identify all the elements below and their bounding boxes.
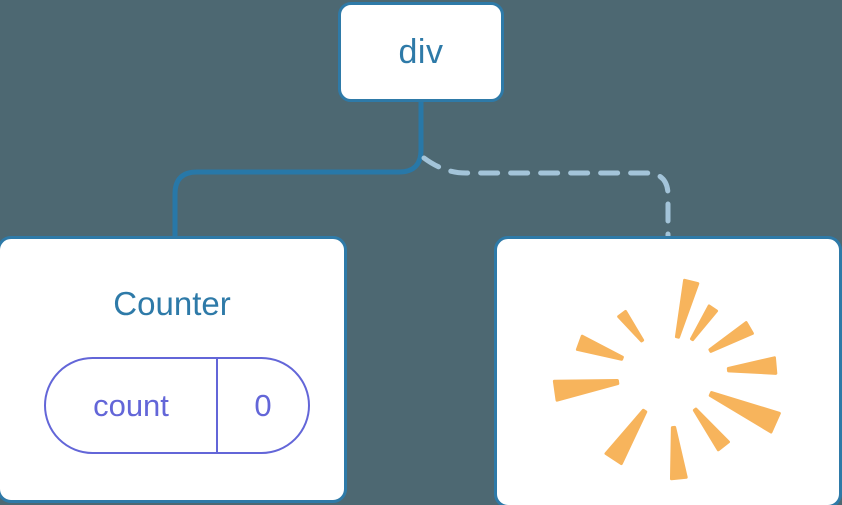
burst-ray-9 bbox=[575, 334, 624, 361]
node-counter[interactable]: Counter count 0 bbox=[0, 236, 347, 503]
burst-ray-6 bbox=[669, 425, 688, 481]
burst-ray-0 bbox=[674, 278, 700, 339]
state-value-label: 0 bbox=[254, 387, 272, 423]
state-key-label: count bbox=[46, 359, 218, 452]
node-div-label: div bbox=[398, 33, 444, 71]
state-pill-count[interactable]: count 0 bbox=[44, 357, 310, 454]
sparkle-burst-icon bbox=[552, 278, 781, 481]
burst-ray-8 bbox=[552, 379, 620, 402]
burst-ray-5 bbox=[692, 407, 730, 452]
burst-ray-10 bbox=[617, 309, 645, 343]
node-counter-title: Counter bbox=[113, 285, 231, 322]
burst-ray-4 bbox=[708, 391, 781, 434]
burst-ray-7 bbox=[604, 408, 648, 466]
burst-ray-3 bbox=[726, 356, 778, 375]
edge-div-to-counter bbox=[172, 99, 424, 243]
node-div[interactable]: div bbox=[338, 2, 504, 102]
burst-ray-2 bbox=[708, 321, 754, 353]
node-burst[interactable] bbox=[494, 236, 842, 505]
burst-ray-1 bbox=[689, 304, 719, 342]
edge-div-to-burst bbox=[421, 155, 671, 243]
